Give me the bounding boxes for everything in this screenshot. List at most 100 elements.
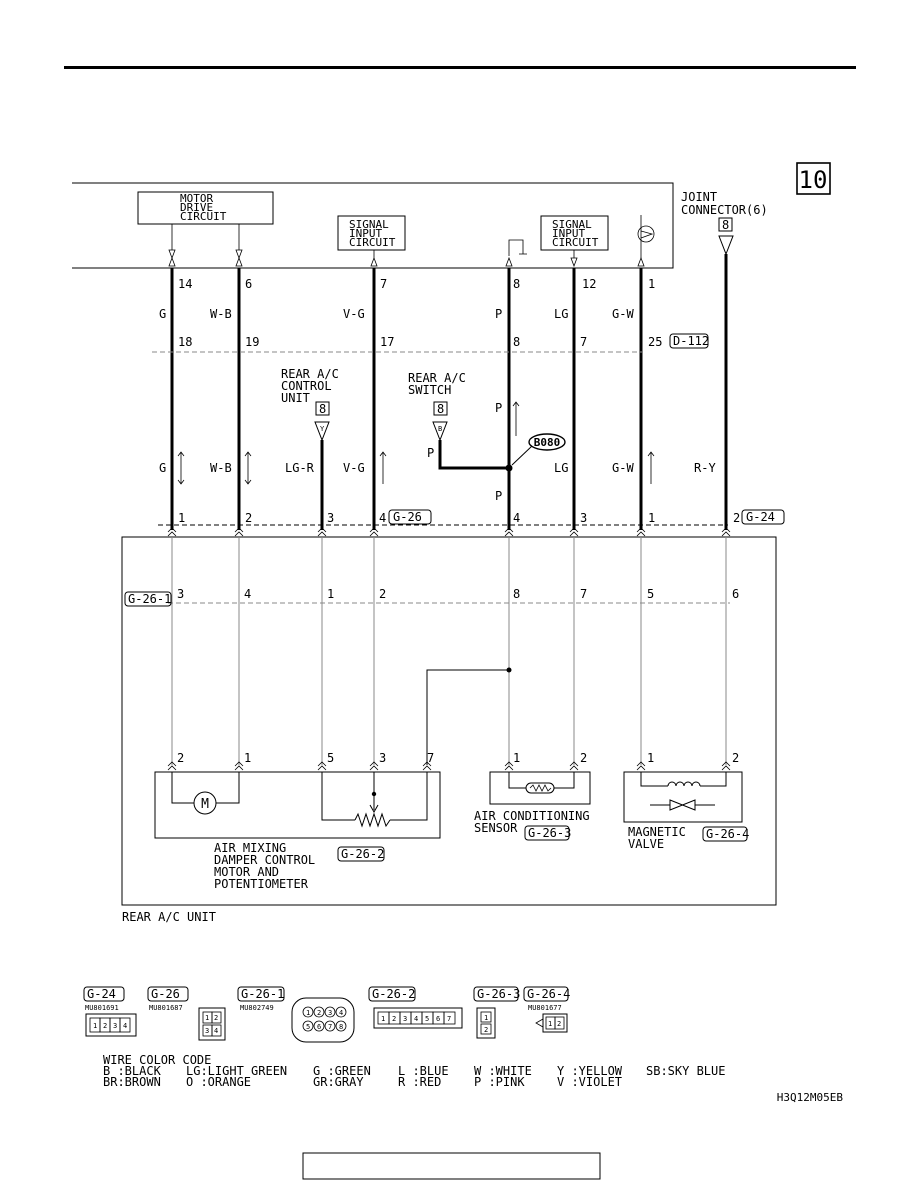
svg-text:18: 18 (178, 335, 192, 349)
svg-text:G :GREEN: G :GREEN (313, 1064, 371, 1078)
svg-text:1: 1 (93, 1022, 97, 1030)
connector-face-g26-1: G-26-1 MU802749 1 2 3 4 5 6 7 8 (237, 986, 355, 1043)
svg-text:D-112: D-112 (673, 334, 709, 348)
svg-text:SENSOR: SENSOR (474, 821, 518, 835)
svg-text:2: 2 (177, 751, 184, 765)
svg-text:MU801691: MU801691 (85, 1004, 119, 1012)
svg-text:LG:LIGHT GREEN: LG:LIGHT GREEN (186, 1064, 287, 1078)
svg-text:12: 12 (582, 277, 596, 291)
svg-text:14: 14 (178, 277, 192, 291)
svg-text:G-26-4: G-26-4 (706, 827, 749, 841)
svg-text:W :WHITE: W :WHITE (474, 1064, 532, 1078)
svg-text:VALVE: VALVE (628, 837, 664, 851)
svg-text:3: 3 (327, 511, 334, 525)
component-pin-numbers: 2 1 5 3 7 1 2 1 2 (177, 751, 739, 765)
svg-text:MAGNETIC: MAGNETIC (628, 825, 686, 839)
connector-code-d112: D-112 (669, 333, 709, 349)
svg-text:G-W: G-W (612, 461, 634, 475)
svg-text:Y: Y (320, 425, 325, 433)
svg-text:UNIT: UNIT (281, 391, 310, 405)
svg-text:WIRE COLOR CODE: WIRE COLOR CODE (103, 1053, 211, 1067)
svg-text:P :PINK: P :PINK (474, 1075, 525, 1089)
svg-text:1: 1 (648, 511, 655, 525)
svg-text:CIRCUIT: CIRCUIT (349, 236, 396, 249)
svg-text:2: 2 (484, 1026, 488, 1034)
svg-text:7: 7 (427, 751, 434, 765)
svg-text:G-26-4: G-26-4 (527, 987, 570, 1001)
svg-text:R-Y: R-Y (694, 461, 716, 475)
svg-text:2: 2 (733, 511, 740, 525)
svg-text:G-26: G-26 (151, 987, 180, 1001)
connector-code-g26-3: G-26-3 (524, 825, 571, 841)
svg-text:V :VIOLET: V :VIOLET (557, 1075, 622, 1089)
svg-text:25: 25 (648, 335, 662, 349)
svg-text:JOINT: JOINT (681, 190, 717, 204)
motor-drive-circuit-box: MOTOR DRIVE CIRCUIT (137, 191, 274, 225)
svg-text:CONNECTOR(6): CONNECTOR(6) (681, 203, 768, 217)
svg-text:4: 4 (339, 1009, 343, 1017)
svg-text:8: 8 (437, 402, 444, 416)
rear-ac-unit-label: REAR A/C UNIT (122, 910, 216, 924)
svg-text:4: 4 (214, 1027, 218, 1035)
svg-text:R :RED: R :RED (398, 1075, 441, 1089)
svg-text:1: 1 (244, 751, 251, 765)
svg-text:W-B: W-B (210, 461, 232, 475)
svg-text:DAMPER CONTROL: DAMPER CONTROL (214, 853, 315, 867)
valve-icon (650, 799, 715, 811)
footer-box (302, 1152, 601, 1180)
svg-text:MOTOR: MOTOR (180, 192, 213, 205)
solenoid-coil-icon (667, 781, 701, 787)
svg-text:G-26-2: G-26-2 (341, 847, 384, 861)
rear-ac-switch: REAR A/C SWITCH 8 B (408, 371, 466, 442)
svg-text:P: P (495, 489, 502, 503)
svg-text:1: 1 (513, 751, 520, 765)
svg-text:1: 1 (306, 1009, 310, 1017)
main-wires (170, 254, 728, 530)
g26-terminal-symbols (167, 527, 731, 537)
svg-text:1: 1 (484, 1014, 488, 1022)
splice-dot (505, 464, 513, 472)
internal-wires (171, 537, 727, 765)
svg-text:LG: LG (554, 307, 568, 321)
svg-text:BR:BROWN: BR:BROWN (103, 1075, 161, 1089)
svg-text:3: 3 (580, 511, 587, 525)
svg-text:4: 4 (379, 511, 386, 525)
figure-code: H3Q12M05EB (777, 1091, 844, 1104)
svg-text:G-26-3: G-26-3 (528, 826, 571, 840)
svg-text:DRIVE: DRIVE (180, 201, 213, 214)
svg-text:G-W: G-W (612, 307, 634, 321)
svg-text:G-26-2: G-26-2 (372, 987, 415, 1001)
splice-label: B080 (511, 433, 566, 466)
svg-text:INPUT: INPUT (349, 227, 382, 240)
svg-text:6: 6 (317, 1023, 321, 1031)
svg-text:3: 3 (205, 1027, 209, 1035)
svg-text:2: 2 (317, 1009, 321, 1017)
svg-text:2: 2 (379, 587, 386, 601)
connector-code-g26: G-26 (388, 509, 432, 525)
top-wire-colors: G W-B V-G P LG G-W (159, 307, 634, 321)
svg-text:2: 2 (214, 1014, 218, 1022)
svg-text:B: B (438, 425, 442, 433)
svg-text:SB:SKY BLUE: SB:SKY BLUE (646, 1064, 725, 1078)
g261-pin-numbers: 3 4 1 2 8 7 5 6 (177, 587, 739, 601)
svg-text:1: 1 (205, 1014, 209, 1022)
svg-text:7: 7 (380, 277, 387, 291)
svg-text:B080: B080 (534, 436, 561, 449)
svg-text:2: 2 (732, 751, 739, 765)
svg-text:L :BLUE: L :BLUE (398, 1064, 449, 1078)
middle-wire-colors: G W-B LG-R V-G P P P LG G-W R-Y (159, 401, 716, 503)
svg-text:5: 5 (647, 587, 654, 601)
svg-text:19: 19 (245, 335, 259, 349)
signal-input-circuit-box-2: SIGNAL INPUT CIRCUIT (540, 215, 609, 251)
svg-text:B :BLACK: B :BLACK (103, 1064, 162, 1078)
svg-text:REAR A/C: REAR A/C (408, 371, 466, 385)
svg-text:5: 5 (425, 1015, 429, 1023)
signal-input-circuit-box-1: SIGNAL INPUT CIRCUIT (337, 215, 406, 251)
svg-text:G-24: G-24 (746, 510, 775, 524)
svg-text:7: 7 (580, 587, 587, 601)
rear-ac-control-unit: REAR A/C CONTROL UNIT 8 Y (281, 367, 339, 442)
air-conditioning-sensor-component: AIR CONDITIONING SENSOR (474, 771, 591, 835)
potentiometer-icon (354, 812, 391, 828)
svg-text:3: 3 (177, 587, 184, 601)
